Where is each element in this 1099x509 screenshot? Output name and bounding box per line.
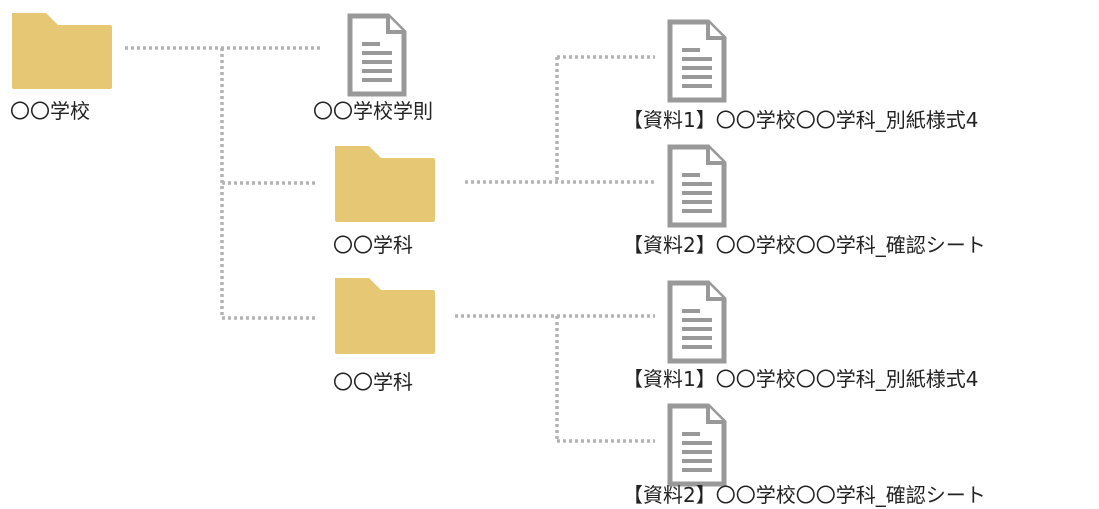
department-2-document-2[interactable]: 【資料2】〇〇学校〇〇学科_確認シート xyxy=(623,406,986,507)
root-folder-label: 〇〇学校 xyxy=(10,99,90,123)
connector-lines xyxy=(125,46,655,443)
rules-document-label: 〇〇学校学則 xyxy=(313,99,433,123)
department-folder-1[interactable]: 〇〇学科 xyxy=(333,146,435,257)
department-folder-label: 〇〇学科 xyxy=(333,370,413,394)
root-folder[interactable]: 〇〇学校 xyxy=(10,13,112,123)
folder-icon xyxy=(335,278,435,354)
rules-document[interactable]: 〇〇学校学則 xyxy=(313,16,433,123)
document-label: 【資料1】〇〇学校〇〇学科_別紙様式4 xyxy=(623,108,978,132)
folder-icon xyxy=(12,13,112,89)
document-label: 【資料2】〇〇学校〇〇学科_確認シート xyxy=(623,233,986,257)
folder-icon xyxy=(335,146,435,222)
department-folder-2[interactable]: 〇〇学科 xyxy=(333,278,435,394)
department-1-document-2[interactable]: 【資料2】〇〇学校〇〇学科_確認シート xyxy=(623,147,986,257)
document-icon xyxy=(670,283,724,361)
document-icon xyxy=(670,406,724,484)
document-icon xyxy=(670,22,724,100)
department-1-document-1[interactable]: 【資料1】〇〇学校〇〇学科_別紙様式4 xyxy=(623,22,978,132)
document-icon xyxy=(350,16,404,94)
document-label: 【資料1】〇〇学校〇〇学科_別紙様式4 xyxy=(623,367,978,391)
department-folder-label: 〇〇学科 xyxy=(333,233,413,257)
document-label: 【資料2】〇〇学校〇〇学科_確認シート xyxy=(623,483,986,507)
department-2-document-1[interactable]: 【資料1】〇〇学校〇〇学科_別紙様式4 xyxy=(623,283,978,391)
document-icon xyxy=(670,147,724,225)
